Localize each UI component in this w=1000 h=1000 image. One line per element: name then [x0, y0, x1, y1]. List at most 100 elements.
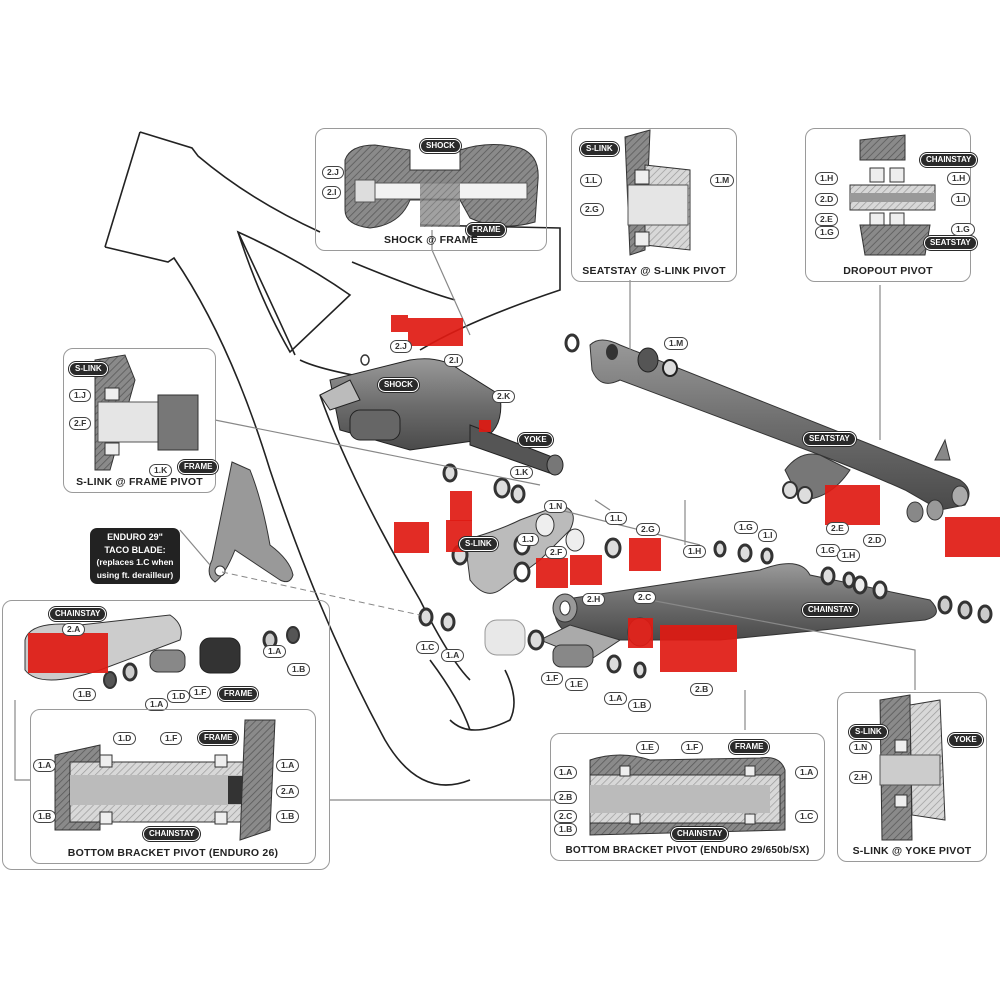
callout-1l: 1.L [605, 512, 628, 525]
inset-shock-title: SHOCK @ FRAME [384, 234, 478, 246]
callout-1f: 1.F [541, 672, 564, 685]
inset-bb29-callout-2c: 2.C [554, 810, 578, 823]
callout-1b: 1.B [628, 699, 652, 712]
inset-bbx-tag-chainstay: CHAINSTAY [49, 607, 107, 621]
inset-shock-callout-2j: 2.J [322, 166, 344, 179]
highlight-2a-axle [28, 633, 108, 673]
inset-slink-at-frame: S-LINK FRAME 1.J 2.F 1.K S-LINK @ FRAME … [63, 348, 219, 493]
callout-1c: 1.C [416, 641, 440, 654]
label-chainstay: CHAINSTAY [802, 603, 860, 617]
inset-dropout-tag-chainstay: CHAINSTAY [920, 153, 978, 167]
inset-art-dropout [849, 134, 936, 256]
inset-slinkframe-tag-frame: FRAME [178, 460, 219, 474]
inset-art-bb-enduro26 [54, 719, 276, 841]
inset-shock-tag-frame: FRAME [466, 223, 507, 237]
inset-seatstay-title: SEATSTAY @ S-LINK PIVOT [582, 265, 726, 277]
callout-1a-left: 1.A [441, 649, 465, 662]
taco-note-line2: TACO BLADE: [104, 544, 166, 555]
highlight-2i-shock-bolt [408, 318, 463, 346]
inset-bb29-tag-frame: FRAME [729, 740, 770, 754]
inset-art-bb-enduro29 [589, 754, 786, 836]
callout-1a-right: 1.A [604, 692, 628, 705]
callout-2g: 2.G [636, 523, 660, 536]
callout-1h-right: 1.H [837, 549, 861, 562]
inset-bb26-callout-1a-left: 1.A [33, 759, 57, 772]
inset-seatstay-callout-1m: 1.M [710, 174, 735, 187]
highlight-2f-bolt [536, 558, 568, 588]
inset-slinkframe-callout-2f: 2.F [69, 417, 92, 430]
callout-1n: 1.N [544, 500, 568, 513]
chainstay-part [538, 563, 993, 661]
callout-1j: 1.J [517, 533, 539, 546]
inset-slinkframe-callout-1k: 1.K [149, 464, 173, 477]
inset-art-shock-frame [344, 144, 539, 229]
label-yoke: YOKE [518, 433, 553, 447]
inset-slinkyoke-callout-2h: 2.H [849, 771, 873, 784]
callout-2d: 2.D [863, 534, 887, 547]
inset-shock-callout-2i: 2.I [322, 186, 342, 199]
inset-slink-at-yoke: S-LINK YOKE 1.N 2.H S-LINK @ YOKE PIVOT [837, 692, 987, 862]
callout-2i: 2.I [444, 354, 464, 367]
inset-dropout-tag-seatstay: SEATSTAY [924, 236, 977, 250]
label-s-link: S-LINK [459, 537, 498, 551]
inset-bottom-bracket-enduro26: 1.D 1.F FRAME 1.A 1.A 2.A 1.B 1.B CHAINS… [30, 709, 316, 864]
highlight-2h-bolt [570, 555, 602, 585]
inset-bb26-callout-1b-right: 1.B [276, 810, 300, 823]
inset-slinkyoke-title: S-LINK @ YOKE PIVOT [852, 845, 972, 857]
inset-dropout-callout-1h-right: 1.H [947, 172, 971, 185]
inset-shock-at-frame: SHOCK FRAME 2.J 2.I SHOCK @ FRAME [315, 128, 547, 251]
inset-bb26-callout-1f: 1.F [160, 732, 183, 745]
inset-bbx-callout-1b-left: 1.B [73, 688, 97, 701]
bearings-washers [360, 354, 856, 679]
inset-dropout-callout-1g-left: 1.G [815, 226, 839, 239]
highlight-2e-2d-bolt [825, 485, 880, 525]
inset-slinkframe-title: S-LINK @ FRAME PIVOT [76, 476, 203, 488]
callout-2e: 2.E [826, 522, 849, 535]
inset-seatstay-tag-slink: S-LINK [580, 142, 619, 156]
callout-1g-upper: 1.G [734, 521, 758, 534]
seatstay-part [564, 333, 970, 523]
highlight-dropout-bolt [945, 517, 1000, 557]
shock-part [319, 358, 564, 476]
inset-bb29-callout-2b: 2.B [554, 791, 578, 804]
bb-sleeves [484, 619, 594, 668]
inset-art-slink-yoke [879, 694, 946, 841]
inset-shock-tag-shock: SHOCK [420, 139, 461, 153]
inset-slinkyoke-tag-yoke: YOKE [948, 733, 983, 747]
inset-dropout-title: DROPOUT PIVOT [843, 265, 933, 277]
inset-bb26-callout-2a: 2.A [276, 785, 300, 798]
inset-bbx-callout-1d: 1.D [167, 690, 191, 703]
inset-art-slink-frame [94, 354, 199, 471]
callout-1m: 1.M [664, 337, 689, 350]
inset-bottom-bracket-enduro26-outer: CHAINSTAY FRAME 2.A 1.B 1.A 1.D 1.F 1.A … [2, 600, 330, 870]
inset-bbx-callout-1b-right: 1.B [287, 663, 311, 676]
highlight-slink-bolt-left [394, 522, 429, 553]
inset-bb26-callout-1a-right: 1.A [276, 759, 300, 772]
callout-2k: 2.K [492, 390, 516, 403]
inset-bb29-callout-1f: 1.F [681, 741, 704, 754]
label-seatstay: SEATSTAY [803, 432, 856, 446]
inset-bb26-title: BOTTOM BRACKET PIVOT (ENDURO 26) [67, 847, 279, 859]
callout-2h: 2.H [582, 593, 606, 606]
inset-bb26-callout-1d: 1.D [113, 732, 137, 745]
inset-slinkyoke-tag-slink: S-LINK [849, 725, 888, 739]
callout-1k: 1.K [510, 466, 534, 479]
taco-note-line4: using ft. derailleur) [96, 569, 174, 580]
inset-dropout-pivot: CHAINSTAY SEATSTAY 1.H 2.D 2.E 1.G 1.H 1… [805, 128, 978, 282]
inset-dropout-callout-1i: 1.I [951, 193, 971, 206]
callout-1e: 1.E [565, 678, 588, 691]
inset-bbx-tag-frame: FRAME [218, 687, 259, 701]
inset-bbx-callout-1a-right: 1.A [263, 645, 287, 658]
callout-2c: 2.C [633, 591, 657, 604]
inset-bottom-bracket-enduro29: 1.E 1.F FRAME 1.A 1.A 2.B 2.C 1.C 1.B CH… [550, 733, 825, 861]
inset-bbx-callout-1f: 1.F [189, 686, 212, 699]
inset-bb26-callout-1b-left: 1.B [33, 810, 57, 823]
inset-dropout-callout-2e: 2.E [815, 213, 838, 226]
inset-slinkframe-callout-1j: 1.J [69, 389, 91, 402]
inset-seatstay-callout-2g: 2.G [580, 203, 604, 216]
highlight-2k-spacer [479, 420, 491, 432]
highlight-2j-retainer [391, 315, 408, 332]
callout-2f: 2.F [545, 546, 568, 559]
callout-2j: 2.J [390, 340, 412, 353]
